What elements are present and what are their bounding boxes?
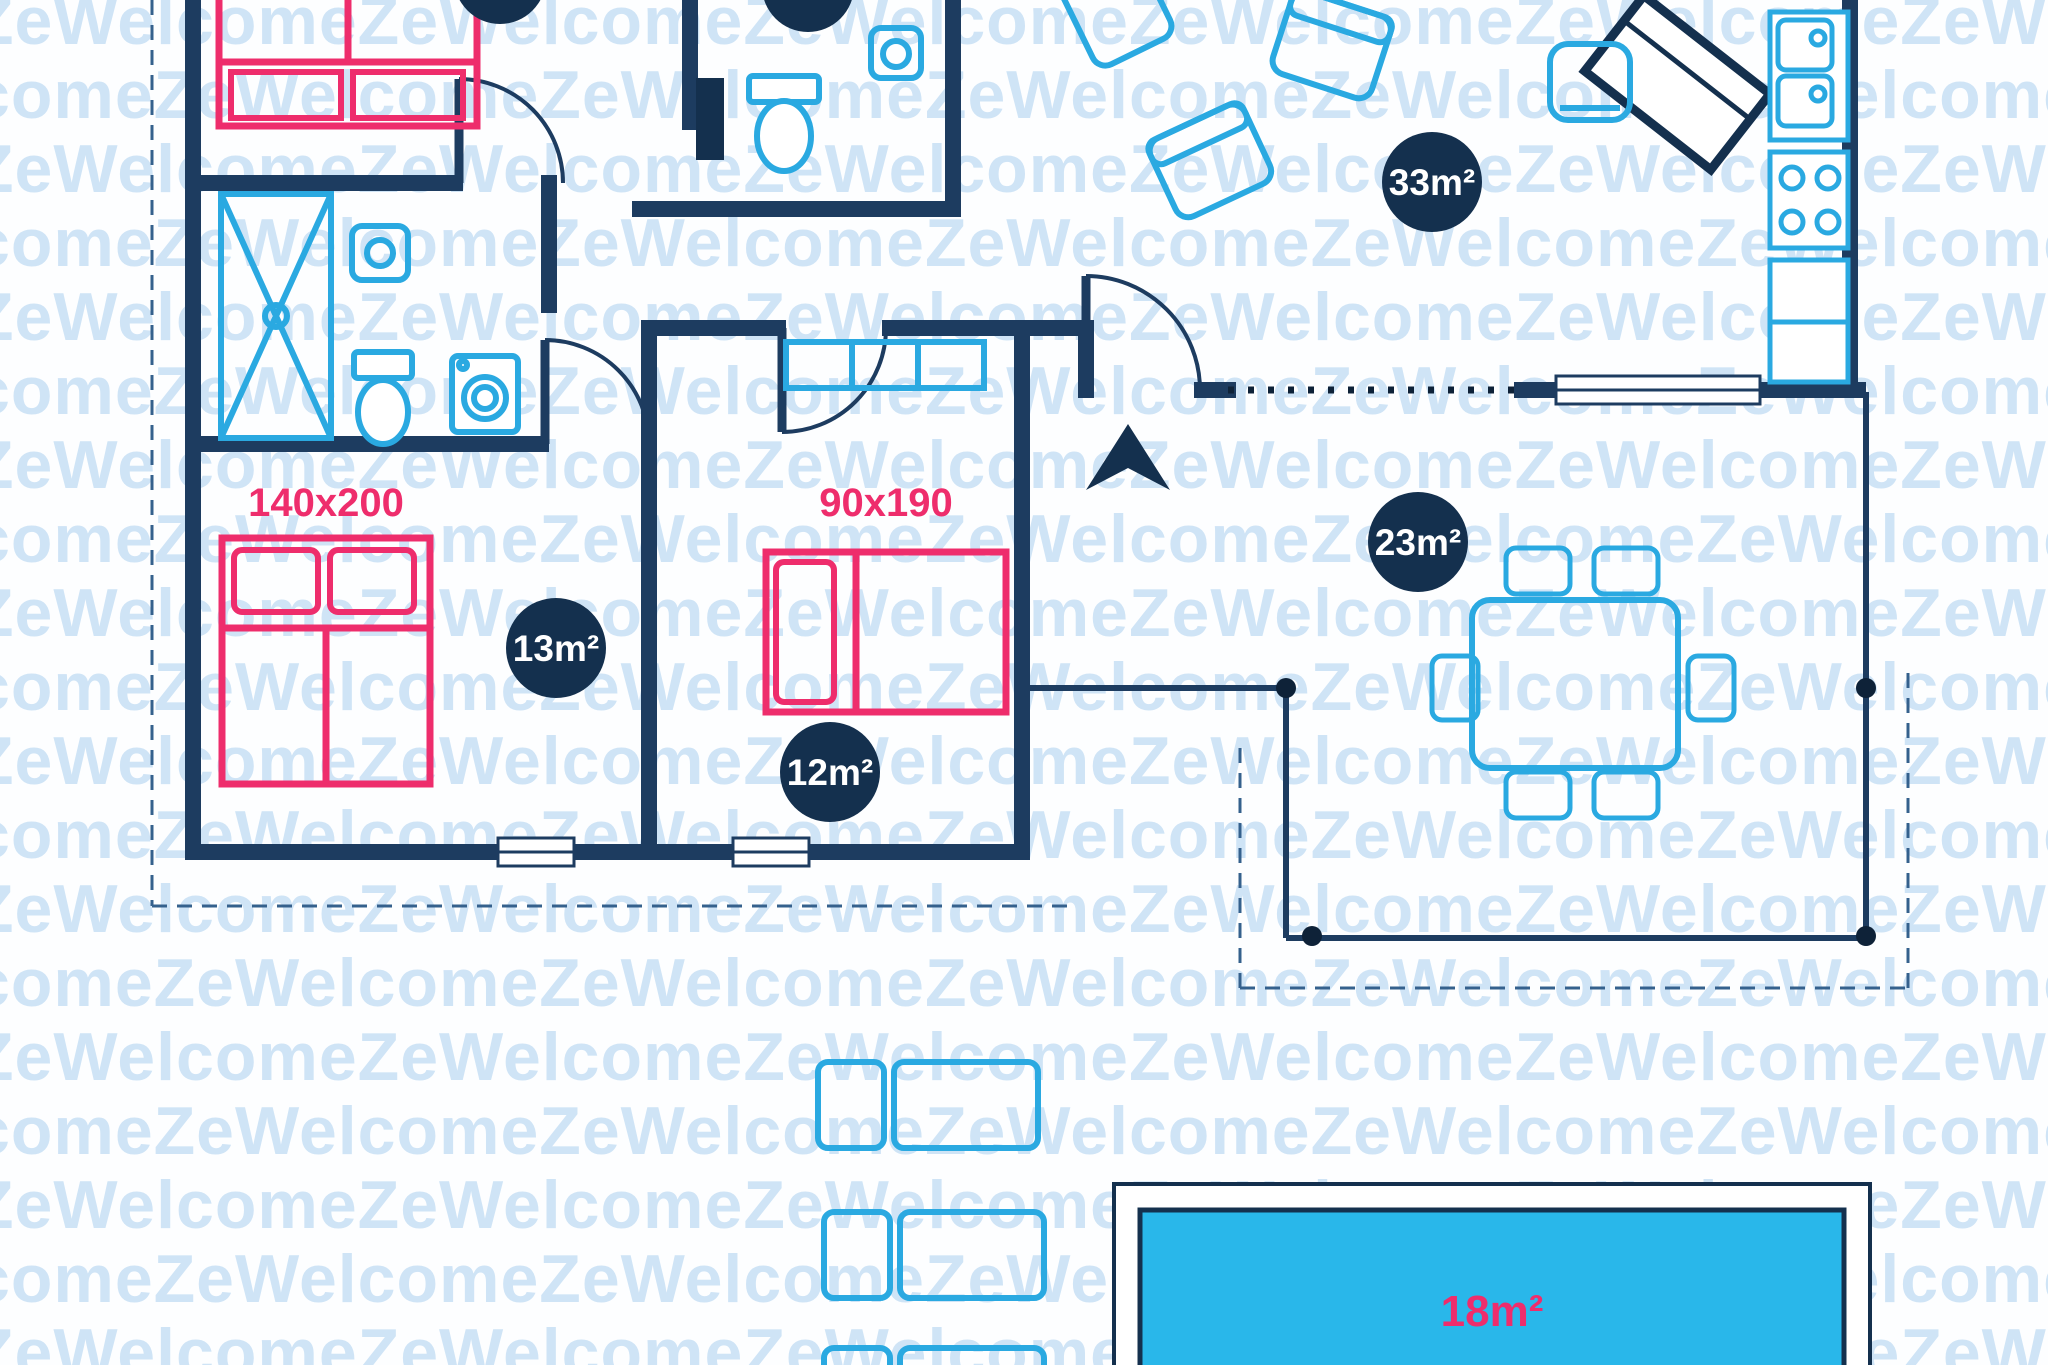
dresser	[783, 339, 987, 391]
post-dot	[1856, 678, 1876, 698]
single-bed	[762, 548, 1010, 716]
door-swing-arc	[781, 327, 888, 434]
svg-text:33m²: 33m²	[1389, 162, 1475, 203]
toilet-icon	[351, 349, 415, 447]
doors	[454, 77, 1202, 445]
area-badge-bedroom-double: 13m²	[506, 598, 606, 698]
double-bed-size-label: 140x200	[248, 481, 404, 525]
bathroom-top	[696, 25, 924, 174]
area-badge-top-bathroom: 6m²	[764, 0, 852, 32]
stove-icon	[1767, 149, 1851, 251]
sun-lounger	[821, 1209, 1047, 1301]
dining-chair	[1503, 545, 1573, 597]
windows	[496, 374, 1762, 868]
shower-icon	[218, 191, 334, 441]
dining-chair	[1591, 769, 1661, 821]
door-swing-arc	[1085, 274, 1202, 391]
area-badges: 33m² 23m² 13m² 12m² 7m² 6m²	[459, 0, 1482, 822]
desk	[1578, 0, 1777, 176]
door-swing-arc	[458, 77, 565, 184]
armchair	[1145, 100, 1275, 221]
sink-icon	[868, 25, 924, 81]
single-bed-size-label: 90x190	[819, 481, 952, 525]
pool: 18m²	[1112, 1182, 1872, 1365]
dining-chair	[1685, 653, 1737, 723]
shower-column	[696, 78, 724, 160]
terrace-posts	[1276, 678, 1876, 946]
sink-icon	[349, 223, 411, 283]
dining-chair	[1503, 769, 1573, 821]
area-badge-bedroom-single: 12m²	[780, 722, 880, 822]
post-dot	[1302, 926, 1322, 946]
svg-text:13m²: 13m²	[513, 628, 599, 669]
sun-lounger-partial	[821, 1345, 1047, 1365]
kitchen-sink-icon	[1767, 9, 1851, 143]
dining-table	[1469, 597, 1681, 771]
dining-chair	[1429, 653, 1481, 723]
washing-machine-icon	[449, 353, 521, 435]
sun-loungers	[815, 1059, 1047, 1365]
svg-text:6m²: 6m²	[775, 0, 841, 7]
area-badge-terrace: 23m²	[1368, 492, 1468, 592]
terrace	[1022, 392, 1876, 946]
area-badge-top-bedroom: 7m²	[459, 0, 541, 24]
post-dot	[1276, 678, 1296, 698]
armchair	[1269, 0, 1395, 102]
double-bed	[218, 534, 434, 788]
pool-water	[1137, 1207, 1847, 1365]
toilet-icon	[746, 73, 822, 174]
north-arrow-icon	[1086, 424, 1170, 490]
area-badge-living: 33m²	[1382, 132, 1482, 232]
door-swing-arc	[544, 338, 651, 445]
sun-lounger	[815, 1059, 1041, 1151]
walls	[185, 0, 1866, 860]
dining-set	[1429, 545, 1737, 821]
pool-area-label: 18m²	[1441, 1287, 1544, 1336]
armchair-partial	[1054, 0, 1175, 69]
kitchen	[1767, 9, 1851, 385]
bathroom-left	[218, 191, 521, 447]
bed-top-partial	[215, 0, 481, 130]
svg-text:23m²: 23m²	[1375, 522, 1461, 563]
kitchen-cabinet	[1767, 257, 1851, 385]
dashed-boundary	[150, 0, 1910, 990]
post-dot	[1856, 926, 1876, 946]
svg-text:12m²: 12m²	[787, 752, 873, 793]
dining-chair	[1591, 545, 1661, 597]
office-chair	[1547, 41, 1633, 123]
